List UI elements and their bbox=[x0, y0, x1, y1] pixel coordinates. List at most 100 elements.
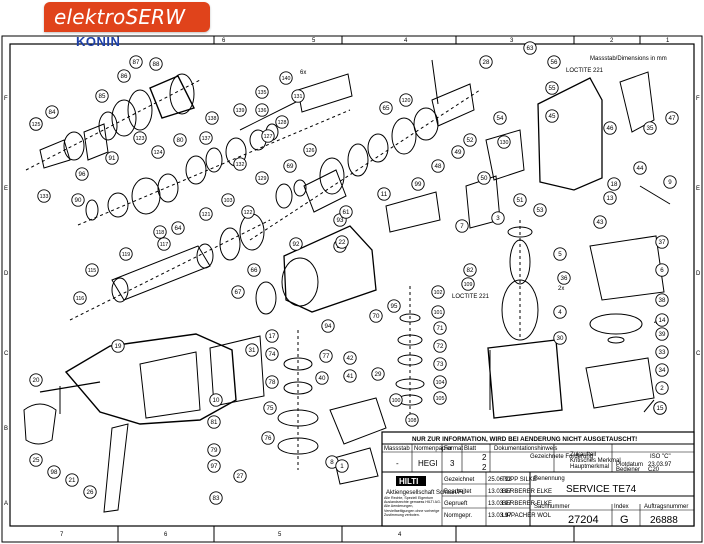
part-number: 86 bbox=[121, 73, 128, 80]
part-callout-circle bbox=[157, 237, 171, 251]
svg-text:Benennung: Benennung bbox=[534, 476, 565, 482]
part-callout-circle bbox=[389, 393, 403, 407]
part-number: 75 bbox=[267, 405, 274, 412]
part-callout-circle bbox=[479, 55, 493, 69]
part-callout: 78 bbox=[265, 375, 279, 389]
part-callout: 56 bbox=[547, 55, 561, 69]
svg-text:C20: C20 bbox=[648, 467, 660, 473]
part-callout-circle bbox=[655, 363, 669, 377]
column-markers-bottom: 7 6 5 4 bbox=[60, 526, 575, 542]
part-number: 138 bbox=[208, 116, 217, 122]
part-callout: 47 bbox=[665, 111, 679, 125]
part-callout: 108 bbox=[405, 413, 419, 427]
part-callout-circle bbox=[663, 175, 677, 189]
part-callout-circle bbox=[95, 89, 109, 103]
part-number: 44 bbox=[637, 165, 644, 172]
part-number: 19 bbox=[115, 343, 122, 350]
part-callout-circle bbox=[379, 101, 393, 115]
part-callout-circle bbox=[75, 167, 89, 181]
part-callout-circle bbox=[655, 327, 669, 341]
part-callout: 95 bbox=[387, 299, 401, 313]
svg-text:13.03.97: 13.03.97 bbox=[488, 489, 512, 495]
part-callout: 138 bbox=[205, 111, 219, 125]
part-callout-circle bbox=[255, 103, 269, 117]
part-callout-circle bbox=[207, 415, 221, 429]
part-number: 91 bbox=[109, 155, 116, 162]
part-callout-circle bbox=[553, 331, 567, 345]
part-callout-circle bbox=[339, 205, 353, 219]
svg-text:C: C bbox=[696, 351, 701, 357]
part-callout-circle bbox=[653, 401, 667, 415]
part-number: 43 bbox=[597, 219, 604, 226]
part-callout-circle bbox=[655, 345, 669, 359]
part-callout: 40 bbox=[315, 371, 329, 385]
part-callout-circle bbox=[265, 329, 279, 343]
svg-text:BERBERER ELKE: BERBERER ELKE bbox=[502, 489, 552, 495]
part-callout: 84 bbox=[45, 105, 59, 119]
part-number: 72 bbox=[437, 343, 444, 350]
part-number: 76 bbox=[265, 435, 272, 442]
brand-badge: elektroSERW bbox=[44, 2, 210, 32]
svg-text:Dokumentationshinweis: Dokumentationshinweis bbox=[494, 446, 557, 452]
part-callout: 26 bbox=[83, 485, 97, 499]
part-number: 65 bbox=[383, 105, 390, 112]
part-number: 71 bbox=[437, 325, 444, 332]
part-number: 84 bbox=[49, 109, 56, 116]
part-callout: 87 bbox=[129, 55, 143, 69]
part-callout-circle bbox=[255, 85, 269, 99]
part-callout: 50 bbox=[477, 171, 491, 185]
svg-text:Auftragsnummer: Auftragsnummer bbox=[644, 504, 688, 510]
svg-text:Gezeichnete Forderung: Gezeichnete Forderung bbox=[530, 454, 593, 460]
part-callout-circle bbox=[335, 235, 349, 249]
part-callout-circle bbox=[255, 171, 269, 185]
part-callout: 123 bbox=[133, 131, 147, 145]
part-callout: 20 bbox=[29, 373, 43, 387]
part-callout: 116 bbox=[73, 291, 87, 305]
part-number: 95 bbox=[391, 303, 398, 310]
part-number: 116 bbox=[76, 296, 84, 302]
part-number: 99 bbox=[415, 181, 422, 188]
part-number: 102 bbox=[434, 290, 443, 296]
part-number: 37 bbox=[659, 239, 666, 246]
part-callout: 52 bbox=[463, 133, 477, 147]
part-callout: 10 bbox=[209, 393, 223, 407]
part-callout: 2 bbox=[655, 381, 669, 395]
part-callout: 105 bbox=[433, 391, 447, 405]
part-callout-circle bbox=[655, 381, 669, 395]
part-callouts: 8984868788851339691124123809014013913813… bbox=[29, 41, 679, 505]
svg-text:Zukaufteil: Zukaufteil bbox=[570, 452, 596, 458]
part-number: 93 bbox=[337, 217, 344, 224]
svg-text:Normenpapier: Normenpapier bbox=[414, 446, 452, 452]
part-callout-circle bbox=[477, 171, 491, 185]
part-number: 96 bbox=[79, 171, 86, 178]
notice-text: NUR ZUR INFORMATION, WIRD BEI AENDERUNG … bbox=[412, 436, 637, 443]
part-callout: 117 bbox=[157, 237, 171, 251]
part-number: 38 bbox=[659, 297, 666, 304]
part-callout-circle bbox=[603, 121, 617, 135]
part-callout: 126 bbox=[303, 143, 317, 157]
part-callout-circle bbox=[151, 145, 165, 159]
part-callout-circle bbox=[431, 305, 445, 319]
part-callout-circle bbox=[463, 133, 477, 147]
part-number: 28 bbox=[483, 59, 490, 66]
part-callout-circle bbox=[655, 293, 669, 307]
part-callout: 122 bbox=[241, 205, 255, 219]
part-callout: 92 bbox=[289, 237, 303, 251]
part-callout: 76 bbox=[261, 431, 275, 445]
part-number: 14 bbox=[659, 317, 666, 324]
part-number: 123 bbox=[136, 136, 145, 142]
part-callout: 127 bbox=[261, 129, 275, 143]
part-callout: 109 bbox=[461, 277, 475, 291]
part-number: 78 bbox=[269, 379, 276, 386]
part-callout-circle bbox=[265, 375, 279, 389]
part-callout-circle bbox=[523, 41, 537, 55]
col-marker: 7 bbox=[60, 532, 64, 538]
copyright-note: Alle Rechte, Speziell Eigentum Auslandsr… bbox=[384, 496, 441, 517]
part-callout-circle bbox=[655, 263, 669, 277]
part-callout-circle bbox=[491, 211, 505, 225]
part-callout: 61 bbox=[339, 205, 353, 219]
col-marker: 1 bbox=[666, 38, 670, 44]
part-number: 66 bbox=[251, 267, 258, 274]
part-number: 130 bbox=[500, 140, 509, 146]
